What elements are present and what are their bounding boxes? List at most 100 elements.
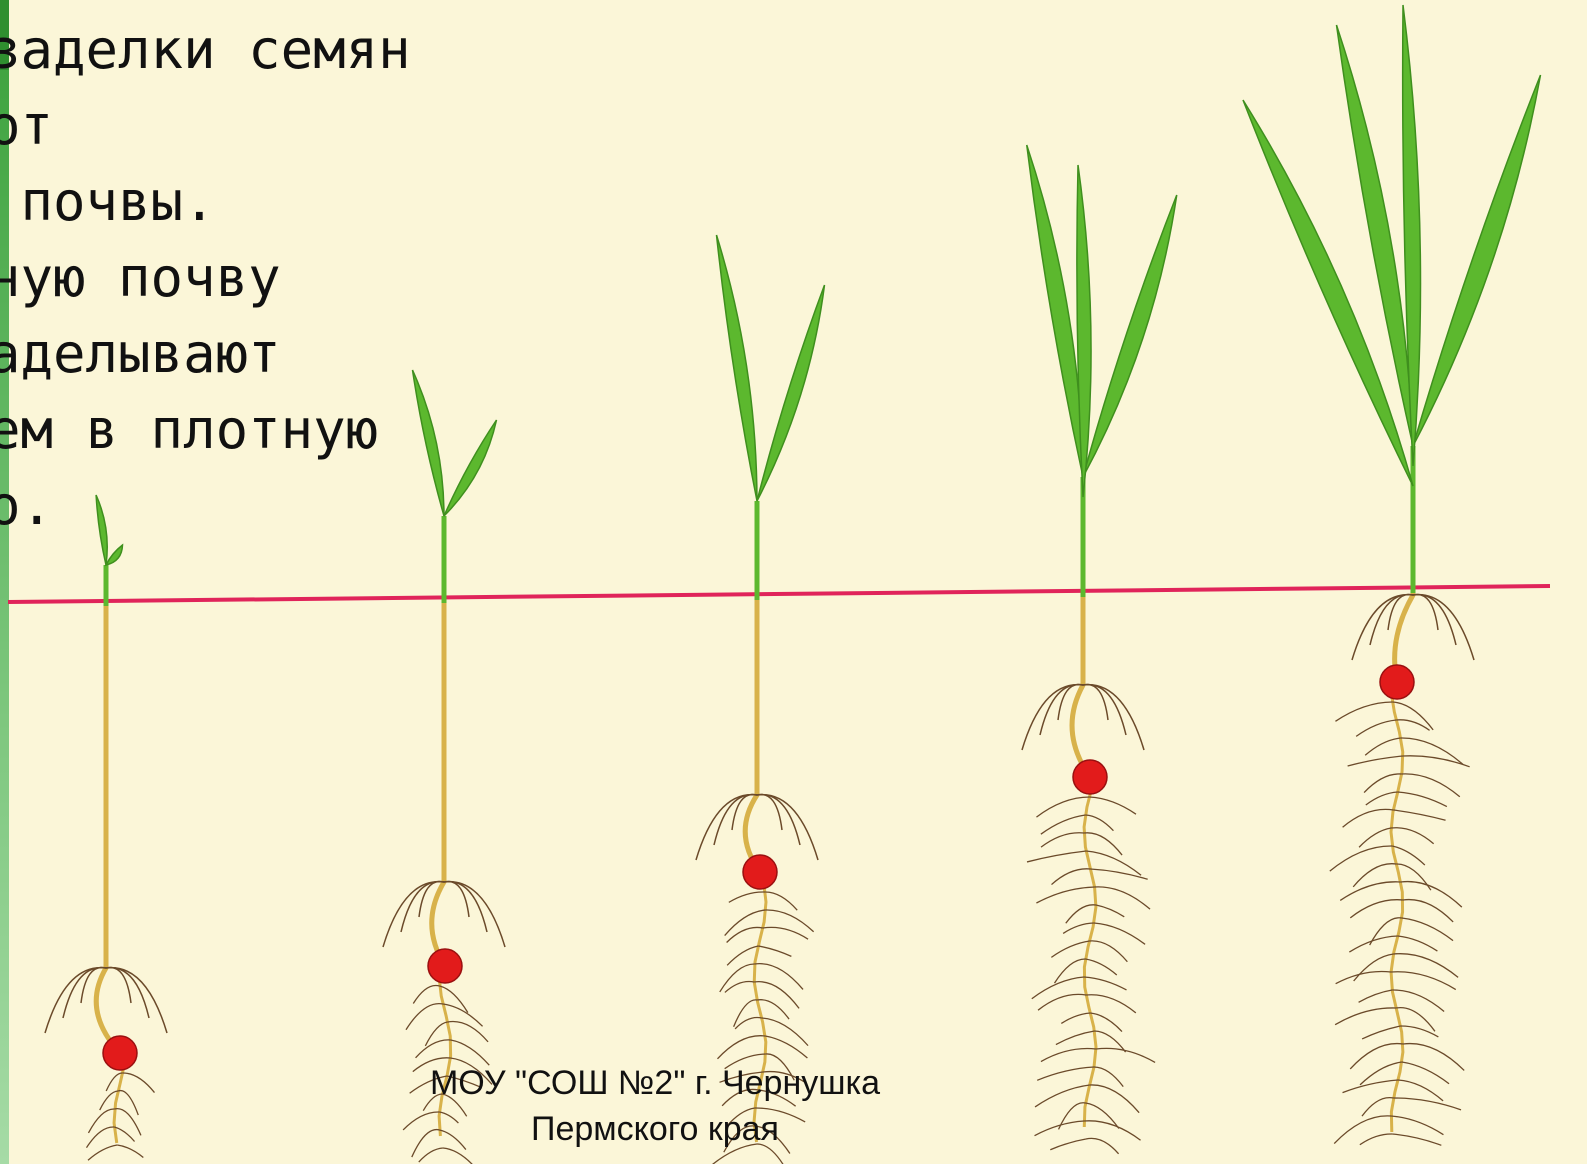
side-root (720, 964, 755, 992)
side-root (1041, 815, 1086, 834)
leaf (717, 235, 758, 501)
side-root (1394, 1098, 1461, 1110)
side-root (1353, 864, 1396, 887)
leaf (1413, 75, 1541, 446)
side-root (1037, 1067, 1094, 1080)
crown-root (757, 795, 818, 860)
text-line: от (0, 94, 53, 157)
side-root (1350, 1044, 1403, 1069)
seedling-3 (696, 235, 825, 889)
footer-credit: МОУ "СОШ №2" г. Чернушка Пермского края (415, 1060, 895, 1152)
soil-surface-line (8, 586, 1550, 602)
side-root (117, 1145, 143, 1157)
side-root (1403, 1044, 1464, 1071)
text-line: ную почву (0, 246, 281, 309)
leaf (757, 285, 825, 501)
side-root (1391, 828, 1434, 844)
side-root (1396, 720, 1429, 731)
side-root (1366, 792, 1398, 805)
side-root (1393, 810, 1445, 820)
side-root (1336, 971, 1391, 983)
stem (96, 581, 120, 1053)
side-root (765, 892, 797, 910)
side-root (1085, 959, 1116, 975)
side-root (763, 927, 808, 939)
seed (103, 1036, 137, 1070)
side-root (1392, 990, 1444, 1012)
crown-root (1352, 595, 1413, 660)
side-root (1343, 809, 1394, 827)
side-root (1356, 720, 1396, 736)
side-root (1391, 972, 1456, 990)
crown-root (757, 795, 800, 845)
side-root (1398, 936, 1438, 951)
side-root (416, 1040, 451, 1058)
seed (428, 949, 462, 983)
footer-line-1: МОУ "СОШ №2" г. Чернушка (415, 1060, 895, 1106)
side-root (1032, 977, 1084, 999)
main-root (1084, 787, 1096, 1127)
side-root (762, 1018, 808, 1046)
leaf (106, 545, 123, 565)
side-root (1360, 1134, 1392, 1145)
side-root (1350, 900, 1403, 918)
side-root (1086, 1138, 1119, 1153)
text-line: о. (0, 474, 53, 537)
side-root (1343, 1080, 1398, 1093)
side-root (1401, 882, 1462, 908)
side-root (1335, 1008, 1396, 1025)
side-root (729, 892, 765, 902)
crown-root (106, 968, 167, 1033)
side-root (1364, 774, 1402, 793)
seed (743, 855, 777, 889)
side-root (1061, 1013, 1090, 1023)
side-root (413, 985, 439, 1003)
side-root (1036, 887, 1094, 903)
stem (745, 575, 760, 872)
side-root (1362, 1098, 1394, 1117)
side-root (1398, 792, 1447, 807)
side-root (1094, 923, 1145, 944)
side-root (1059, 1103, 1086, 1130)
side-root (1365, 738, 1401, 755)
stem (1072, 572, 1090, 777)
seedling-5 (1243, 5, 1541, 699)
side-root (1066, 905, 1096, 923)
leaf (444, 420, 497, 516)
main-root (1391, 692, 1403, 1132)
side-root (717, 1036, 765, 1059)
side-root (1089, 797, 1136, 814)
crown-root (1083, 685, 1126, 735)
side-root (727, 927, 763, 942)
side-root (1085, 815, 1113, 831)
crown-root (1413, 595, 1456, 645)
side-root (118, 1091, 138, 1115)
side-root (1035, 1085, 1090, 1107)
side-root (1090, 941, 1128, 962)
side-root (88, 1145, 117, 1160)
side-root (123, 1073, 155, 1093)
leaf (1083, 195, 1177, 477)
side-root (1354, 954, 1394, 981)
side-root (755, 964, 803, 990)
side-root (1391, 1116, 1443, 1135)
side-root (1063, 923, 1094, 933)
side-root (1403, 900, 1453, 922)
seed (1380, 665, 1414, 699)
side-root (1334, 1116, 1391, 1144)
side-root (1359, 990, 1393, 1002)
slide-body-text: заделки семян от почвы. ную почву аделыв… (0, 12, 411, 544)
side-root (1056, 1031, 1095, 1045)
side-root (1084, 1121, 1141, 1140)
side-root (1041, 833, 1084, 847)
seed (1073, 760, 1107, 794)
side-root (1094, 1067, 1123, 1087)
seedling-4 (1022, 145, 1177, 794)
side-root (1359, 828, 1391, 847)
side-root (1402, 918, 1453, 941)
side-root (1052, 869, 1091, 885)
footer-line-2: Пермского края (415, 1106, 895, 1152)
crown-root (1413, 595, 1474, 660)
side-root (1335, 702, 1392, 721)
